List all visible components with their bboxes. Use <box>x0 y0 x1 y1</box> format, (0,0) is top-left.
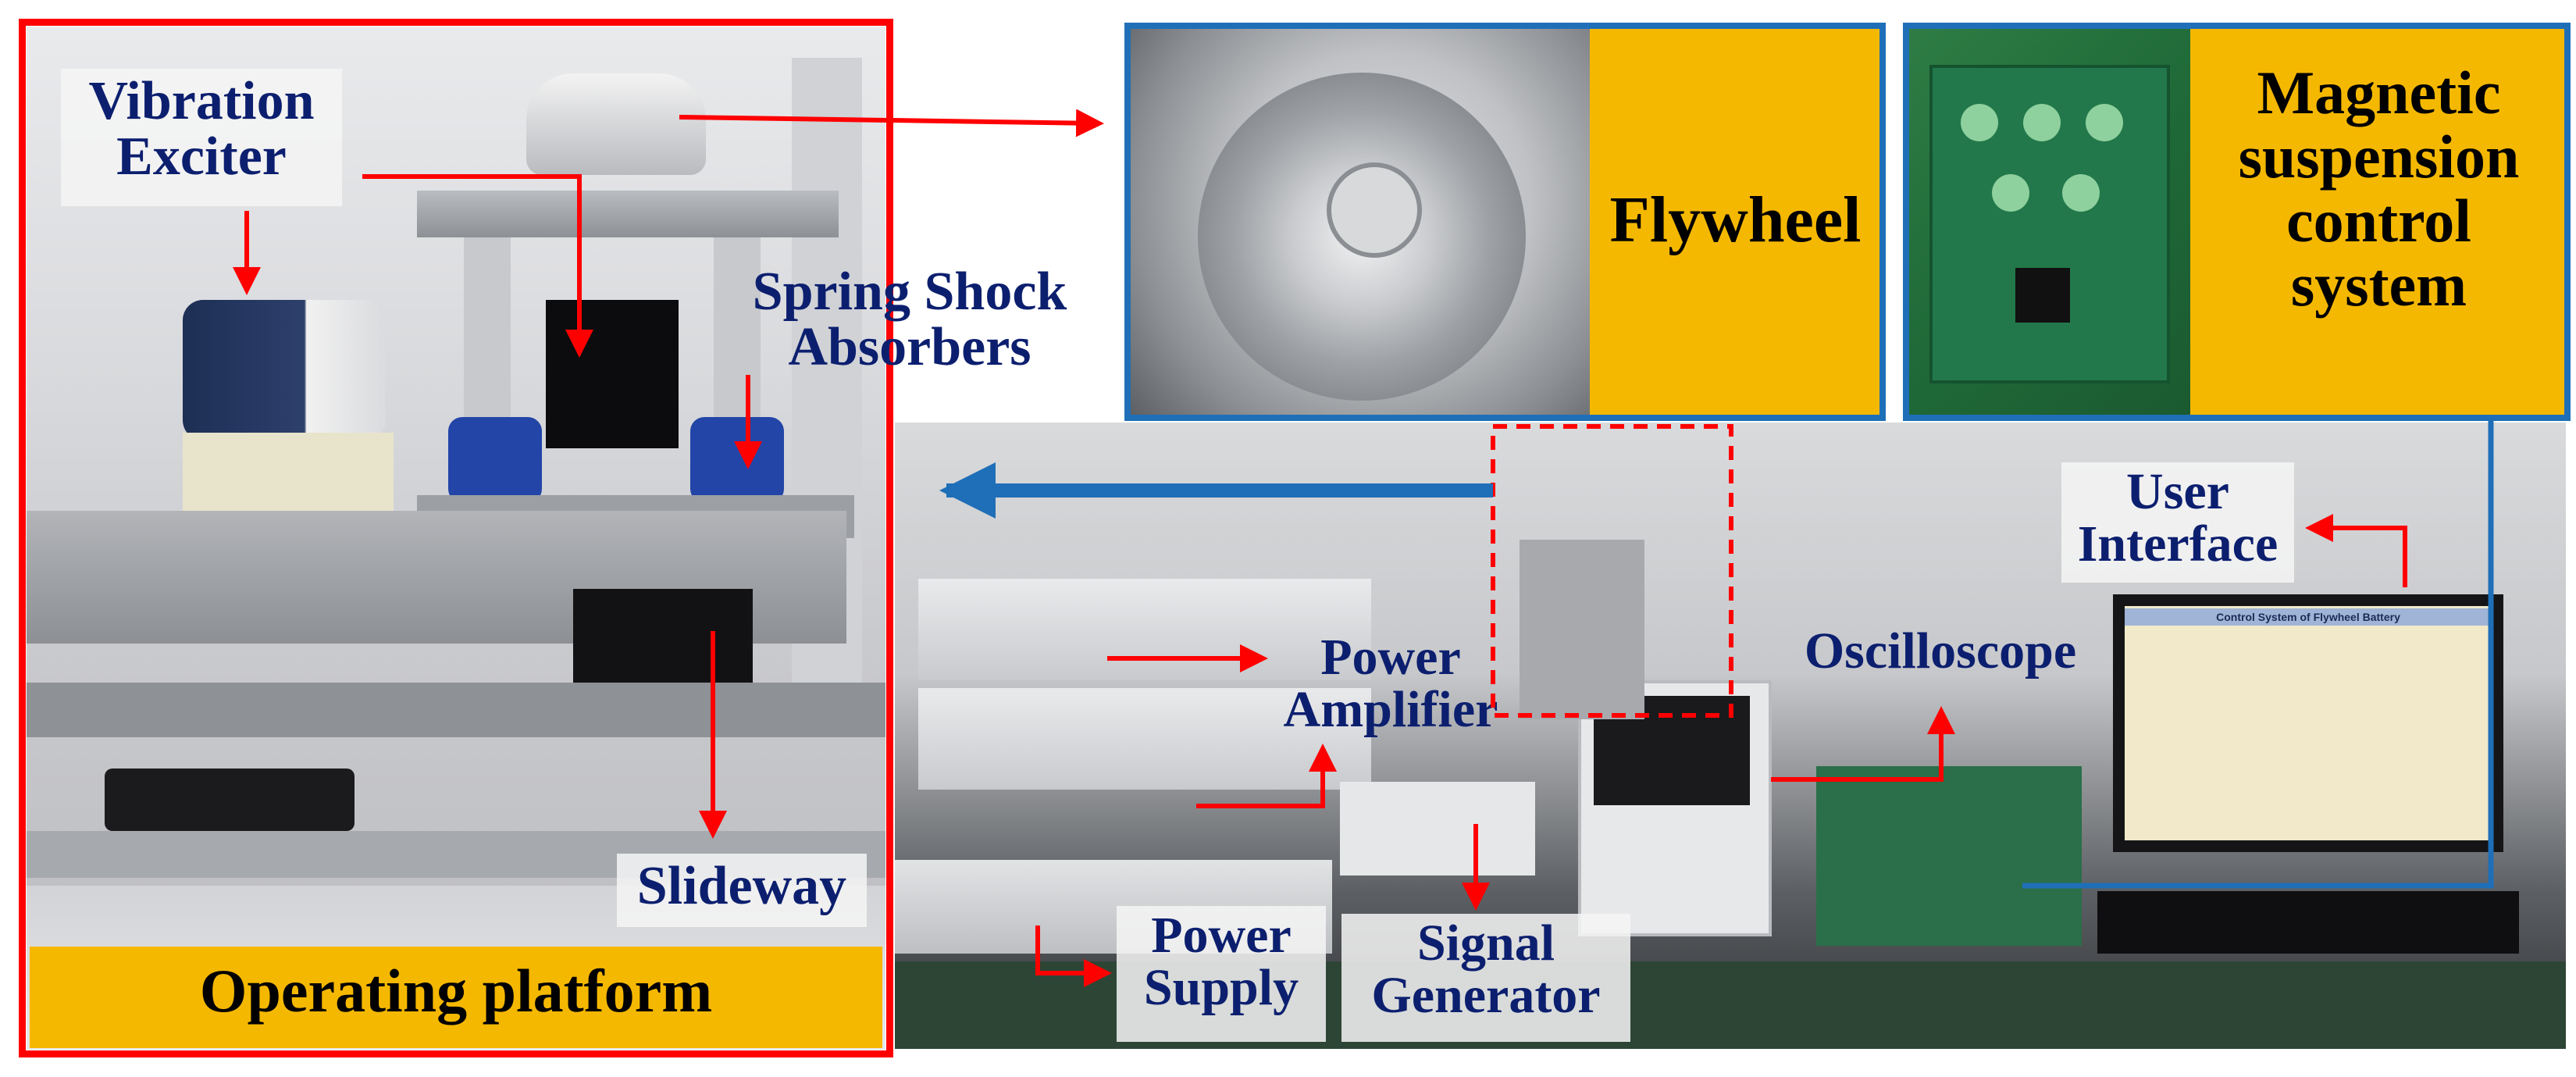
oscilloscope-label: Oscilloscope <box>1804 622 2077 679</box>
flywheel-label: Flywheel <box>1609 184 1862 256</box>
arrow-oscilloscope <box>1771 706 1955 782</box>
flywheel-frame <box>1124 23 1886 421</box>
power-amplifier-unit-2 <box>918 688 1371 790</box>
magnetic-label-bg <box>2190 26 2567 417</box>
flywheel-hub <box>1327 162 1422 258</box>
keyboard <box>2097 891 2519 954</box>
operating-platform-label: Operating platform <box>199 957 713 1025</box>
test-rig-highlight <box>1491 424 1733 718</box>
monitor-screen <box>2125 606 2492 840</box>
capacitor <box>1992 174 2029 212</box>
power-amplifier-unit-1 <box>918 579 1371 680</box>
exciter-top-unit <box>526 73 706 175</box>
test-rig <box>1520 540 1644 719</box>
flywheel-photo <box>1128 26 1590 417</box>
capacitor <box>2062 174 2100 212</box>
signal-generator-unit <box>1340 782 1535 876</box>
signal-generator-label: Signal Generator <box>1341 914 1630 1042</box>
exciter-mount-feet <box>183 433 394 519</box>
spring-absorber-left <box>448 417 542 503</box>
user-interface-label: User Interface <box>2061 462 2294 583</box>
vibration-exciter-body <box>183 300 386 440</box>
arrow-exciter-to-block <box>362 174 593 358</box>
magnetic-frame <box>1903 23 2571 421</box>
operating-platform-bar <box>30 947 882 1048</box>
slideway-label: Slideway <box>617 854 867 927</box>
arrow-power-supply <box>1035 925 1112 987</box>
operating-platform-frame <box>19 19 893 1057</box>
connector-magnetic-to-boards <box>2022 421 2494 889</box>
arrow-power-amplifier-2 <box>1196 744 1337 808</box>
operating-platform-photo <box>27 27 885 1050</box>
capacitor <box>2023 104 2061 141</box>
monitor-window-title: Control System of Flywheel Battery <box>2125 608 2492 626</box>
power-amplifier-label: Power Amplifier <box>1283 629 1498 739</box>
rail-upper <box>27 683 885 737</box>
control-board-photo <box>1906 26 2190 417</box>
inner-block <box>546 300 679 448</box>
control-boards <box>1816 766 2082 946</box>
power-supply-label: Power Supply <box>1117 906 1326 1042</box>
arrow-exciter-to-flywheel <box>679 109 1104 137</box>
chip <box>2015 268 2070 323</box>
magnetic-suspension-label: Magnetic suspension control system <box>2238 59 2520 319</box>
capacitor <box>1961 104 1998 141</box>
top-plate <box>417 191 839 237</box>
arrow-user-interface <box>2305 514 2407 587</box>
rail-carriage <box>105 769 355 831</box>
spring-shock-absorbers-label: Spring Shock Absorbers <box>752 262 1067 378</box>
capacitor <box>2086 104 2123 141</box>
flywheel-label-bg <box>1590 26 1881 417</box>
vibration-exciter-label: Vibration Exciter <box>61 69 342 206</box>
